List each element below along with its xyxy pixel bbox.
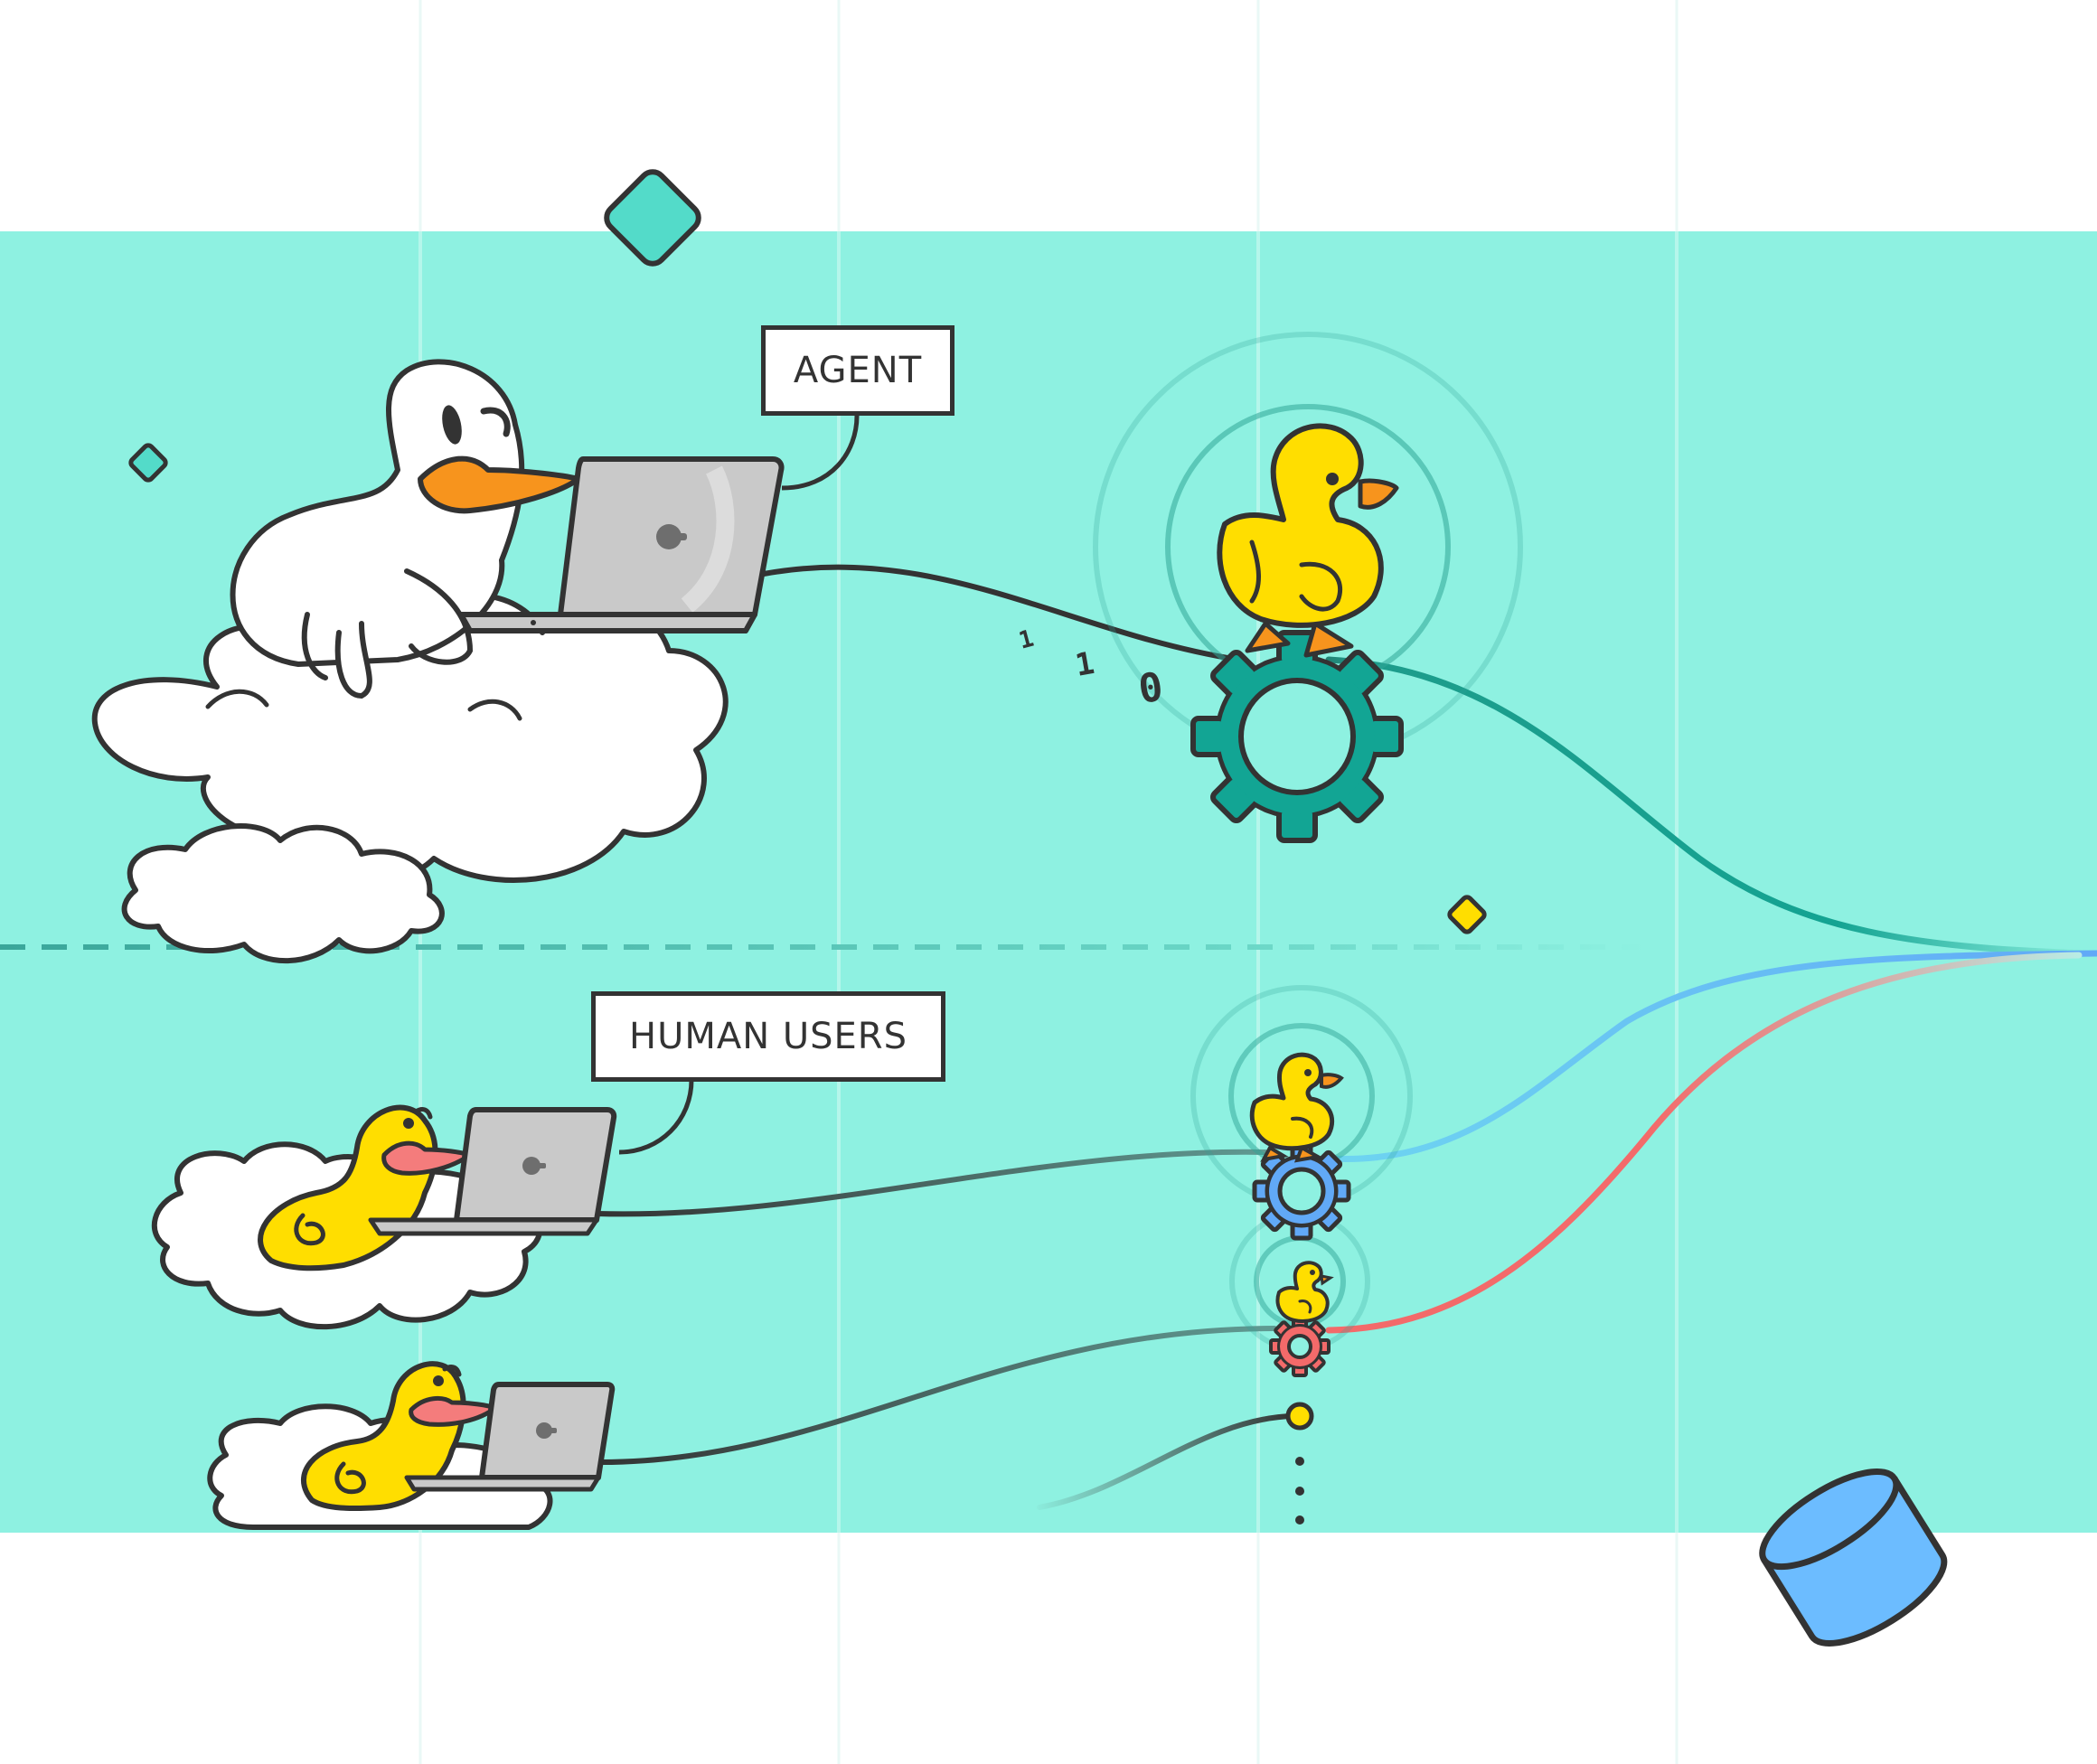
human1-line [594,1149,1268,1217]
bit: 1 [1016,625,1037,655]
gear-icon [1269,1316,1331,1377]
human2-line [594,1326,1277,1466]
rubber-duck-icon [300,1361,498,1512]
human-label-connector [618,1079,694,1155]
human2-to-output-line [1325,952,2083,1334]
agent-line [761,564,1241,662]
laptop-icon [404,1382,616,1492]
diamond-icon [128,443,168,483]
database-cylinder-icon [1759,1468,1948,1647]
cloud-icon [121,823,445,964]
rubber-duck-icon [1217,423,1399,658]
human-users-label: HUMAN USERS [591,991,945,1082]
node-point [1285,1402,1314,1431]
human1-to-output-line [1325,950,2097,1162]
agent-label: AGENT [761,325,954,416]
agent-label-connector [781,415,860,491]
rubber-duck-icon [1275,1261,1334,1323]
connection-lines [594,564,2097,1510]
laptop-icon [368,1107,617,1236]
rubber-duck-icon [1249,1052,1344,1163]
laptop-icon [458,456,785,633]
agent-to-output-line [1325,656,2097,957]
faded-line [1037,1413,1295,1510]
human-users-label-text: HUMAN USERS [629,1016,907,1057]
diamond-icon [604,169,701,267]
agent-label-text: AGENT [793,350,923,391]
ellipsis-dots [1295,1457,1304,1525]
diamond-icon [1447,895,1487,934]
gear-icon [1190,630,1404,843]
binary-bits: 1 1 0 [1016,625,1166,713]
